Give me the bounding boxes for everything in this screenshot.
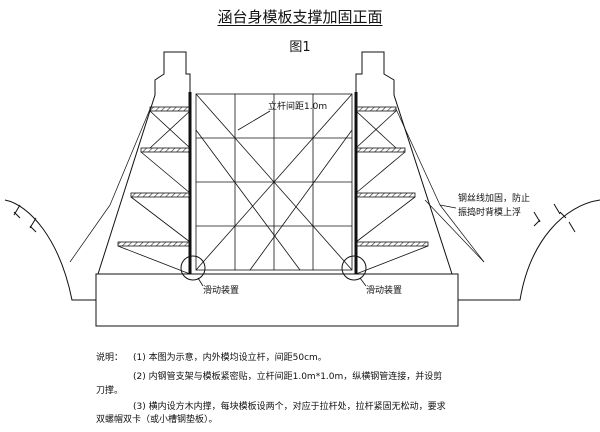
anti-slip-label-right: 滑动装置 <box>366 284 402 296</box>
steel-wire-ties <box>69 108 485 263</box>
note-2: (2) 内钢管支架与模板紧密贴，立杆间距1.0m*1.0m，纵横钢管连接，并设剪 <box>133 372 443 382</box>
right-braces <box>355 110 429 275</box>
left-walings <box>117 106 191 247</box>
note-3: (3) 横内设方木内撑，每块模板设两个，对应于拉杆处，拉杆紧固无松动，要求 <box>133 402 446 412</box>
ground-left <box>4 199 96 301</box>
wire-leader <box>439 204 457 209</box>
spacing-leader <box>237 110 271 131</box>
wire-label-line1: 钢丝线加固，防止 <box>458 192 530 204</box>
anti-slip-leader-left <box>197 277 204 287</box>
anti-slip-label-left: 滑动装置 <box>203 284 239 296</box>
anti-slip-circle-right <box>341 255 367 281</box>
note-2-continued: 刀撑。 <box>96 386 124 396</box>
diagram-title: 涵台身模板支撑加固正面 <box>217 8 383 26</box>
anti-slip-leader-right <box>359 277 367 287</box>
grass-marks <box>13 203 576 233</box>
right-walings <box>355 106 429 247</box>
right-abutment <box>355 51 453 275</box>
ground-right <box>458 199 600 301</box>
note-3-continued: 双螺帽双卡（或小槽钢垫板）。 <box>96 415 218 425</box>
anti-slip-circle-left <box>180 255 206 281</box>
foundation-base <box>95 273 459 327</box>
left-braces <box>117 110 191 275</box>
steel-scaffold <box>195 93 353 271</box>
left-abutment <box>97 51 191 275</box>
wire-label-line2: 振捣时背模上浮 <box>458 206 521 218</box>
note-1: (1) 本图为示意，内外模均设立杆，间距50cm。 <box>133 353 327 363</box>
figure-number: 图1 <box>289 40 311 55</box>
spacing-label: 立杆间距1.0m <box>268 100 327 112</box>
notes-label: 说明： <box>96 353 124 363</box>
